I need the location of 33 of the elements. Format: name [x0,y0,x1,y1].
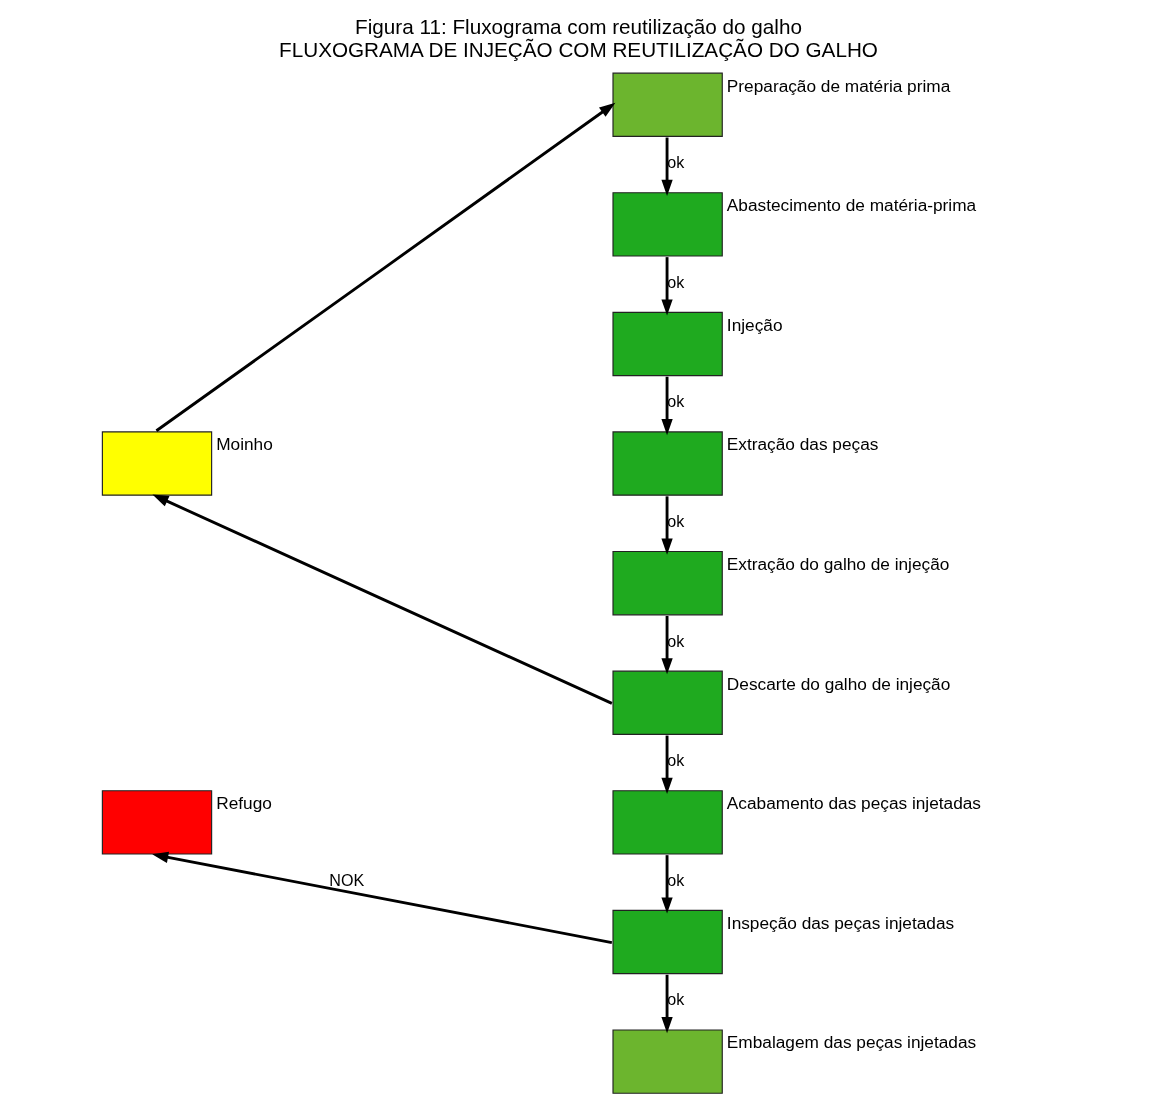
node-label: Abastecimento de matéria-prima [726,195,976,216]
caption: Figura 11: Fluxograma com reutilização do galho [354,14,802,38]
edge-label: ok [666,751,684,770]
node-label: Inspeção das peças injetadas [726,912,954,933]
arrow [660,974,673,1034]
arrow [660,257,673,316]
arrow [151,494,612,705]
node-label: Extração das peças [726,434,878,455]
edge-label: NOK [328,870,364,889]
node-label: Injeção [726,314,782,335]
node-label: Descarte do galho de injeção [726,673,950,694]
edge-label: ok [666,870,684,889]
edge-label: ok [666,392,684,411]
node-label: Embalagem das peças injetadas [726,1032,976,1053]
node-label: Refugo [215,793,272,814]
edge-label: ok [666,153,684,172]
arrow [151,851,612,944]
node-label: Extração do galho de injeção [726,553,949,574]
arrow [660,735,673,794]
node-label: Preparação de matéria prima [726,75,950,96]
edge-label: ok [666,272,684,291]
diagram-title: FLUXOGRAMA DE INJEÇÃO COM REUTILIZAÇÃO DO GALHO [278,37,878,61]
arrow [660,615,673,675]
node-label: Moinho [215,434,273,455]
arrow [660,137,673,196]
arrow [660,855,673,914]
edge-label: ok [666,990,684,1009]
edge-label: ok [666,631,684,650]
arrow [660,496,673,555]
edge-label: ok [666,512,684,531]
arrow [660,376,673,436]
arrow [155,102,615,432]
node-label: Acabamento das peças injetadas [726,793,981,814]
